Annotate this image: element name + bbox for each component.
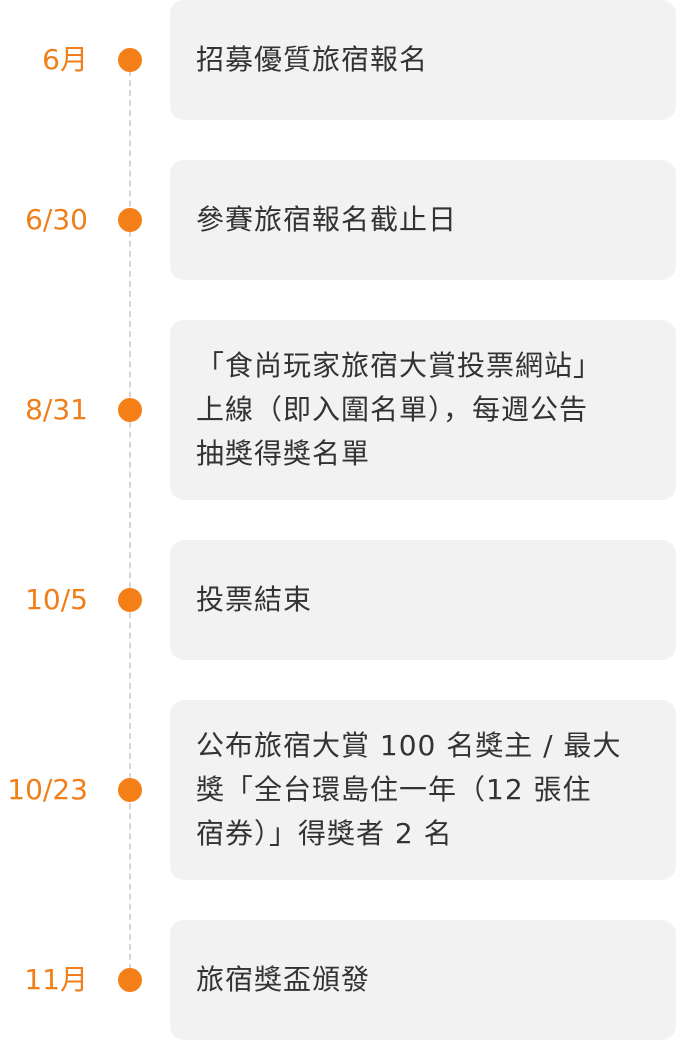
timeline-date: 8/31 — [25, 393, 88, 426]
timeline-text: 公布旅宿大賞 100 名獎主 / 最大 獎「全台環島住一年（12 張住 宿券）」… — [196, 729, 622, 850]
timeline-dot — [118, 208, 142, 232]
timeline-card: 旅宿獎盃頒發 — [170, 920, 676, 1040]
timeline-date: 10/5 — [25, 583, 88, 616]
timeline-date: 6/30 — [25, 203, 88, 236]
timeline-dot — [118, 588, 142, 612]
timeline-text: 投票結束 — [196, 583, 313, 616]
timeline-dot — [118, 968, 142, 992]
timeline-dot — [118, 778, 142, 802]
timeline-text: 「食尚玩家旅宿大賞投票網站」 上線（即入圍名單），每週公告 抽獎得獎名單 — [196, 349, 603, 470]
timeline-card: 投票結束 — [170, 540, 676, 660]
timeline-text: 旅宿獎盃頒發 — [196, 963, 371, 996]
timeline-date: 6月 — [42, 43, 88, 76]
timeline-date: 10/23 — [7, 773, 88, 806]
timeline-card: 公布旅宿大賞 100 名獎主 / 最大 獎「全台環島住一年（12 張住 宿券）」… — [170, 700, 676, 880]
timeline-date: 11月 — [24, 963, 88, 996]
timeline-dot — [118, 48, 142, 72]
timeline-dashed-line — [129, 60, 131, 980]
timeline-text: 參賽旅宿報名截止日 — [196, 203, 458, 236]
timeline-card: 參賽旅宿報名截止日 — [170, 160, 676, 280]
timeline-dot — [118, 398, 142, 422]
timeline-card: 「食尚玩家旅宿大賞投票網站」 上線（即入圍名單），每週公告 抽獎得獎名單 — [170, 320, 676, 500]
timeline-card: 招募優質旅宿報名 — [170, 0, 676, 120]
timeline-text: 招募優質旅宿報名 — [196, 43, 429, 76]
